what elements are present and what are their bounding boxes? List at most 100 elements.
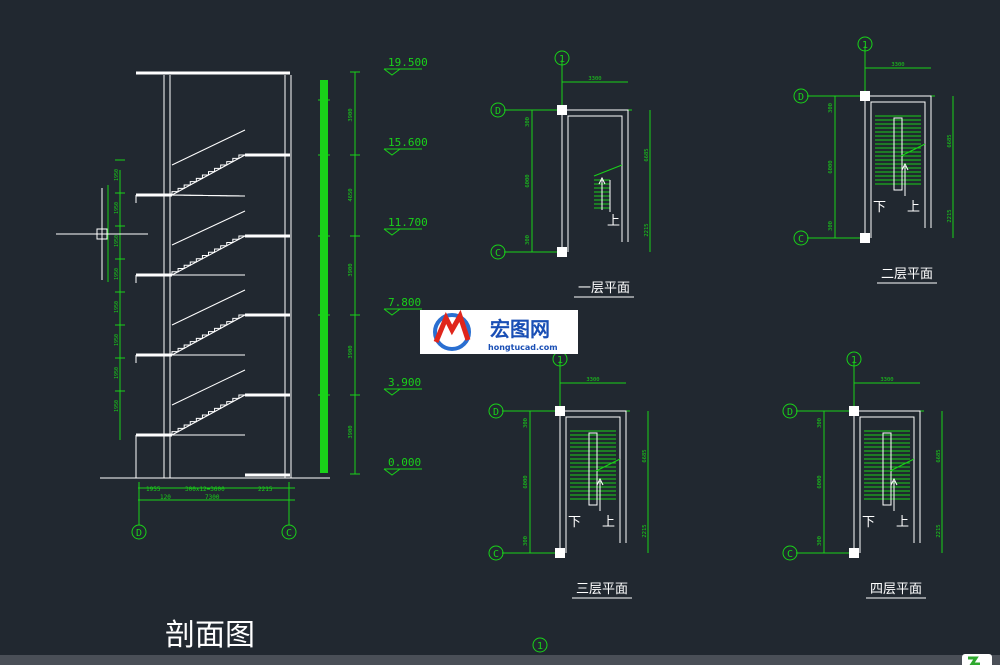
status-bar [0,655,1000,665]
stair-slope [171,194,246,197]
elevation-triangle [383,308,401,316]
plan-wall-inner [859,416,915,553]
right-dim-text: 2215 [947,209,953,222]
plan-column [557,105,567,115]
top-dim-text: 3300 [891,62,904,68]
handrail [171,210,246,246]
stair-well [893,117,903,191]
elevation-triangle [383,388,401,396]
section-title: 剖面图 [165,618,255,653]
right-dim-text: 3900 [348,345,354,358]
svg-text:C: C [286,528,292,539]
left-dim-text: 6000 [525,174,531,187]
left-dim-text: 300 [828,221,834,231]
direction-label: 下 [873,200,886,215]
elevation-triangle [383,148,401,156]
plan-wall-inner [870,101,926,238]
bottom-dim-3: 2215 [258,486,273,493]
right-dim-text: 3900 [348,108,354,121]
axis-bubble-c: C [281,524,297,540]
elevation-value: 11.700 [388,216,428,229]
right-dim-text: 2215 [936,524,942,537]
svg-text:1: 1 [851,355,857,366]
bottom-axis-bubble: 1 [532,637,548,653]
left-dim-text: 1950 [114,268,120,280]
watermark-logo: 宏图网 hongtucad.com [420,309,578,354]
stair-well [588,432,598,506]
axis-bubble-1: 1 [552,351,568,367]
direction-label: 上 [607,214,620,229]
plan-column [557,247,567,257]
stair-slope [171,314,246,356]
axis-bubble-d: D [782,403,798,419]
floor-plans: 上33003006000300668522151DC一层平面下上33003006… [488,36,954,599]
left-dim-text: 1950 [114,169,120,181]
plan-title: 二层平面 [881,267,933,282]
plan-title: 三层平面 [576,582,628,597]
floor-plan-3: 下上33003006000300668522151DC三层平面 [488,351,649,599]
axis-bubble-d: D [793,88,809,104]
floor-plan-2: 下上33003006000300668522151DC二层平面 [793,36,954,284]
watermark-name: 宏图网 [490,317,550,341]
right-dim-text: 3900 [348,263,354,276]
axis-bubble-c: C [782,545,798,561]
left-dim-text: 1950 [114,367,120,379]
axis-bubble-d: D [488,403,504,419]
plan-column [860,91,870,101]
direction-label: 上 [907,200,920,215]
elevation-value: 3.900 [388,376,421,389]
right-dim-text: 2215 [642,524,648,537]
elevation-triangle [383,68,401,76]
floor-slabs [135,153,290,477]
svg-text:1: 1 [559,54,565,65]
corner-logo-icon [962,654,992,665]
plan-column [849,406,859,416]
elevation-value: 15.600 [388,136,428,149]
svg-text:D: D [493,407,499,418]
top-dim-text: 3300 [586,377,599,383]
plan-column [555,406,565,416]
crosshair-cursor [56,188,148,280]
right-dim-text: 4650 [348,188,354,201]
left-dim-text: 300 [523,536,529,546]
plan-column [860,233,870,243]
plan-column [555,548,565,558]
axis-bubble-c: C [793,230,809,246]
right-dim-text: 2215 [644,223,650,236]
left-dim-text: 6000 [523,475,529,488]
plan-wall [561,109,629,252]
axis-bubble-d: D [131,524,147,540]
elevation-triangle [383,468,401,476]
stair-flights [171,129,246,436]
handrail [171,289,246,326]
elevation-value: 7.800 [388,296,421,309]
right-dim-text: 6685 [642,449,648,462]
svg-text:C: C [495,248,501,259]
elevation-value: 0.000 [388,456,421,469]
left-dim-text: 300 [525,235,531,245]
svg-text:1: 1 [537,641,543,652]
left-dim-text: 6000 [817,475,823,488]
left-dim-text: 300 [525,117,531,127]
left-dim-text: 1950 [114,400,120,412]
direction-label: 下 [862,515,875,530]
arrow-head-icon [901,162,909,171]
plan-wall [559,410,627,553]
logo-mark-icon [433,309,471,351]
svg-text:1: 1 [862,40,868,51]
axis-bubble-1: 1 [846,351,862,367]
plan-column [849,548,859,558]
bottom-dim-2: 300x12=3600 [185,486,225,493]
direction-label: 上 [602,515,615,530]
svg-text:D: D [136,528,142,539]
bottom-sub-1: 120 [160,494,171,501]
arrow-head-icon [596,477,604,486]
window-band [320,80,328,473]
arrow-head-icon [890,477,898,486]
right-dim-text: 6685 [936,449,942,462]
left-dim-text: 1950 [114,334,120,346]
